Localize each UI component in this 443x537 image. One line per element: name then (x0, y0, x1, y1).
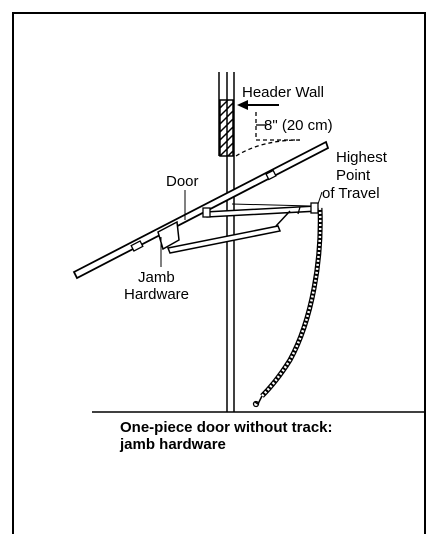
label-clearance: 8" (20 cm) (264, 117, 333, 134)
label-point: Point (336, 167, 371, 184)
diagonal-arm (275, 210, 291, 227)
lower-arm (166, 225, 282, 254)
pull-rope (252, 207, 323, 408)
label-jamb: Jamb (138, 269, 175, 286)
label-hardware: Hardware (124, 286, 189, 303)
label-door: Door (166, 173, 199, 190)
label-highest: Highest (336, 149, 388, 166)
pivot-bracket-right (310, 202, 319, 214)
travel-line (231, 203, 312, 207)
label-header-wall: Header Wall (242, 84, 324, 101)
door-bracket-bottom (130, 240, 144, 252)
caption-line-2: jamb hardware (119, 436, 226, 453)
clearance-dimension (235, 112, 301, 157)
top-arm (203, 205, 320, 218)
header-wall-arrow (237, 100, 279, 110)
label-of-travel: of Travel (322, 185, 380, 202)
door-bracket-top (265, 169, 277, 181)
travel-leader (317, 191, 323, 205)
figure-frame (12, 12, 426, 534)
caption-line-1: One-piece door without track: (120, 419, 333, 436)
pivot-bracket-left (202, 207, 211, 218)
header-wall-hatch (219, 99, 234, 157)
